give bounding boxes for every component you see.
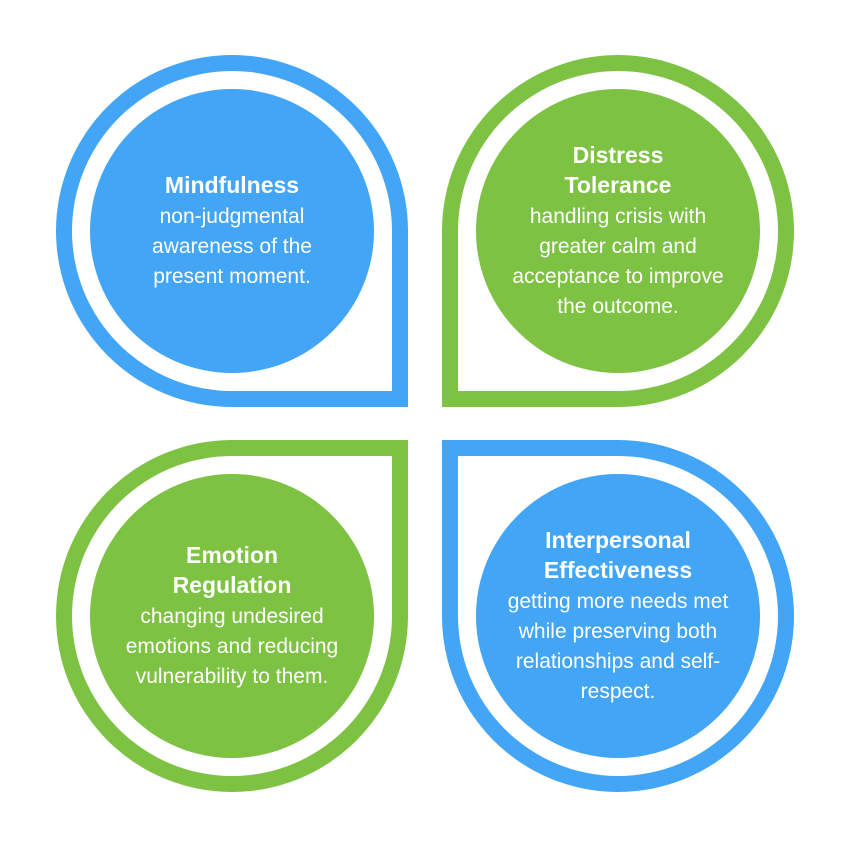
- distress-tolerance-circle: Distress Tolerance handling crisis with …: [476, 89, 760, 373]
- emotion-regulation-description: changing undesired emotions and reducing…: [125, 605, 339, 688]
- mindfulness-circle: Mindfulness non-judgmental awareness of …: [90, 89, 374, 373]
- emotion-regulation-title: Emotion Regulation: [172, 542, 292, 598]
- distress-tolerance-title: Distress Tolerance: [564, 142, 672, 198]
- interpersonal-effectiveness-description: getting more needs met while preserving …: [507, 590, 729, 703]
- emotion-regulation-circle: Emotion Regulation changing undesired em…: [90, 474, 374, 758]
- mindfulness-title: Mindfulness: [164, 172, 300, 198]
- distress-tolerance-description: handling crisis with greater calm and ac…: [512, 205, 724, 318]
- mindfulness-petal: Mindfulness non-judgmental awareness of …: [56, 55, 408, 407]
- interpersonal-effectiveness-title: Interpersonal Effectiveness: [543, 527, 693, 583]
- interpersonal-effectiveness-circle: Interpersonal Effectiveness getting more…: [476, 474, 760, 758]
- distress-tolerance-petal: Distress Tolerance handling crisis with …: [442, 55, 794, 407]
- emotion-regulation-petal: Emotion Regulation changing undesired em…: [56, 440, 408, 792]
- mindfulness-description: non-judgmental awareness of the present …: [152, 205, 312, 288]
- interpersonal-effectiveness-petal: Interpersonal Effectiveness getting more…: [442, 440, 794, 792]
